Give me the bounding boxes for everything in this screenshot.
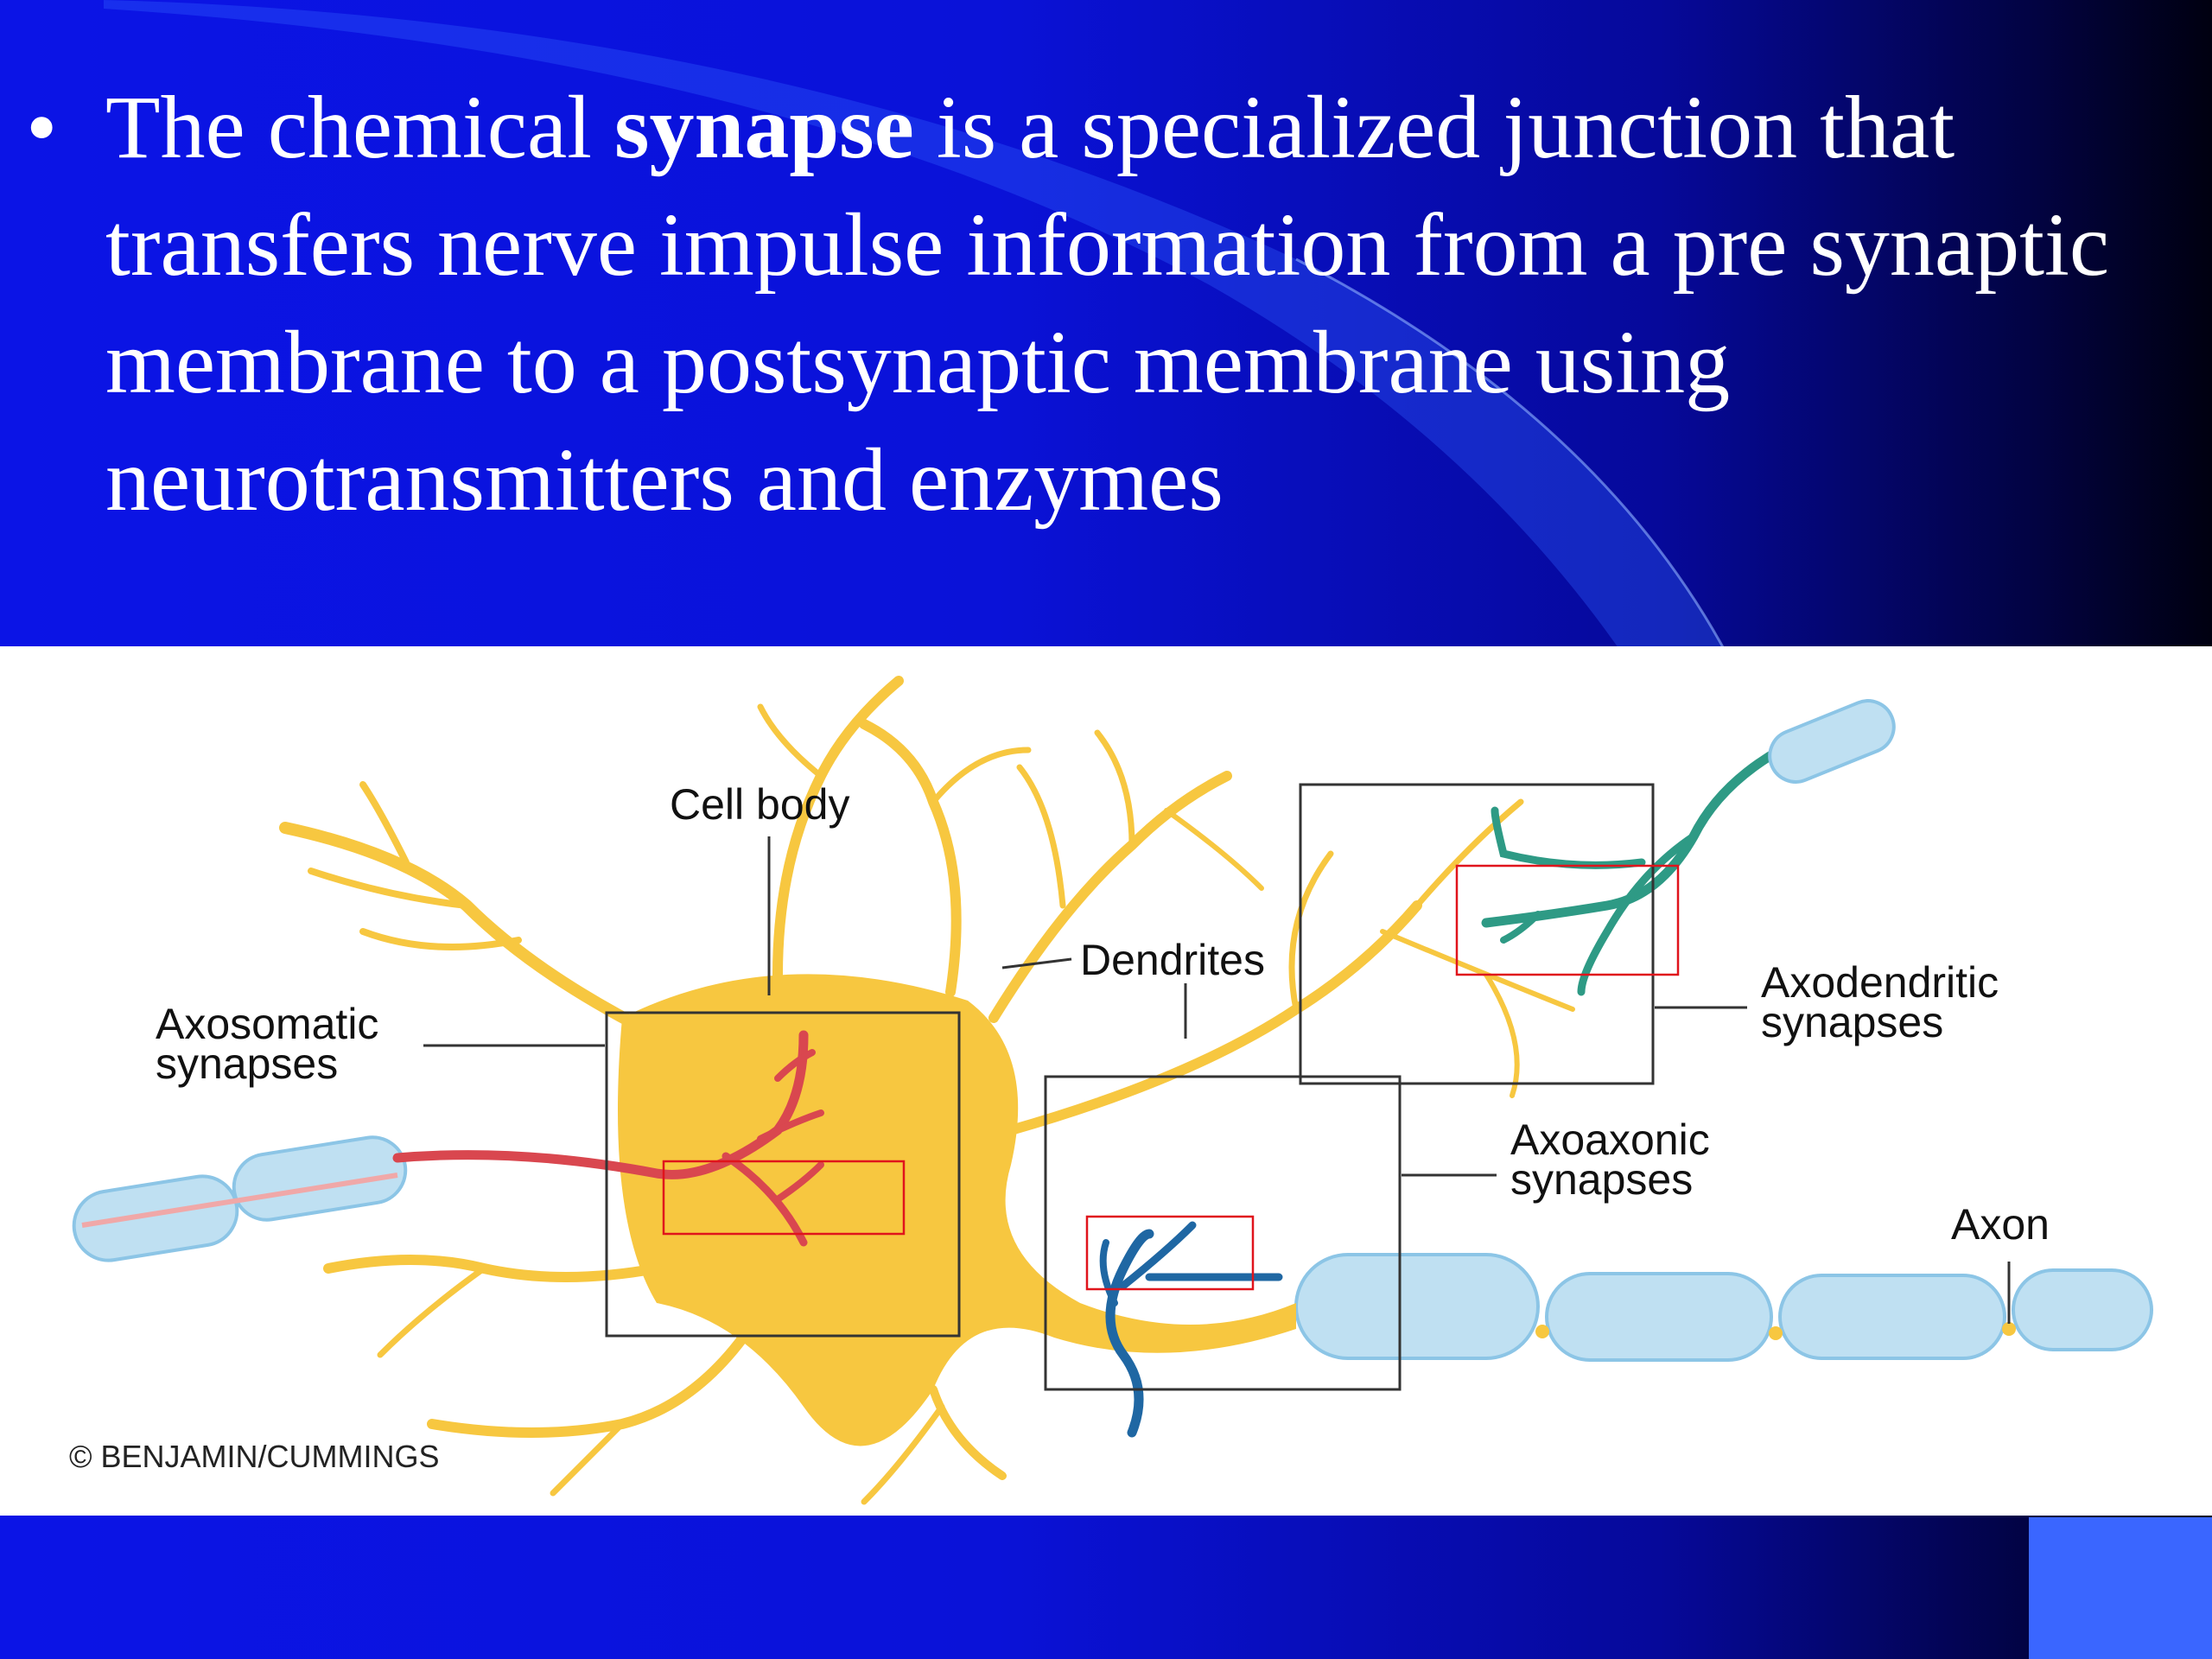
node-of-ranvier	[2002, 1322, 2016, 1336]
label-cell-body: Cell body	[670, 780, 849, 829]
neuron	[279, 676, 1575, 1505]
axodendritic-box	[1299, 783, 1655, 1085]
background-swoosh	[104, 0, 1730, 657]
bullet-text: The chemical synapse is a specialized ju…	[105, 69, 2162, 539]
label-dendrites: Dendrites	[1080, 936, 1265, 984]
detail-boxes	[605, 783, 1655, 1391]
label-axoaxonic-2: synapses	[1510, 1155, 1693, 1204]
bullet-text-bold-term: synapse	[614, 78, 914, 177]
axodendritic-axon	[1481, 699, 1896, 996]
presynaptic-axon-left	[72, 1135, 408, 1262]
node-of-ranvier	[1535, 1325, 1549, 1338]
corner-accent	[2029, 1517, 2212, 1659]
label-axosomatic-1: Axosomatic	[156, 1000, 378, 1048]
axoaxonic-axon	[1099, 1221, 1283, 1438]
myelin-sheath	[1778, 1274, 2006, 1360]
highlight-box-axoaxonic	[1085, 1215, 1255, 1291]
highlight-boxes	[662, 864, 1680, 1291]
label-axon: Axon	[1951, 1200, 2050, 1249]
label-axosomatic-2: synapses	[156, 1039, 338, 1088]
myelin-sheath	[1545, 1272, 1773, 1362]
axosomatic-axon	[392, 1030, 824, 1247]
label-axoaxonic-1: Axoaxonic	[1510, 1116, 1710, 1164]
figure-credit: © BENJAMIN/CUMMINGS	[69, 1439, 440, 1474]
cell-body	[618, 974, 1296, 1446]
label-axodendritic-2: synapses	[1761, 998, 1943, 1046]
highlight-box-axosomatic	[662, 1160, 906, 1236]
myelin-sheath	[1294, 1253, 1540, 1360]
axosomatic-box	[605, 1011, 961, 1338]
axoaxonic-box	[1044, 1075, 1402, 1391]
leader-lines	[423, 836, 2011, 1324]
neuron-synapse-figure: Cell body Dendrites Axosomatic synapses …	[0, 646, 2212, 1516]
highlight-box-axodendritic	[1455, 864, 1680, 976]
bullet-text-end: is a specialized junction that transfers…	[105, 78, 2110, 530]
myelinated-axon	[1294, 1253, 2153, 1362]
bullet-text-start: The chemical	[105, 78, 615, 177]
myelin-sheath	[2012, 1268, 2153, 1351]
label-axodendritic-1: Axodendritic	[1761, 958, 1999, 1007]
node-of-ranvier	[1769, 1326, 1783, 1340]
bullet-dot: •	[26, 78, 58, 177]
